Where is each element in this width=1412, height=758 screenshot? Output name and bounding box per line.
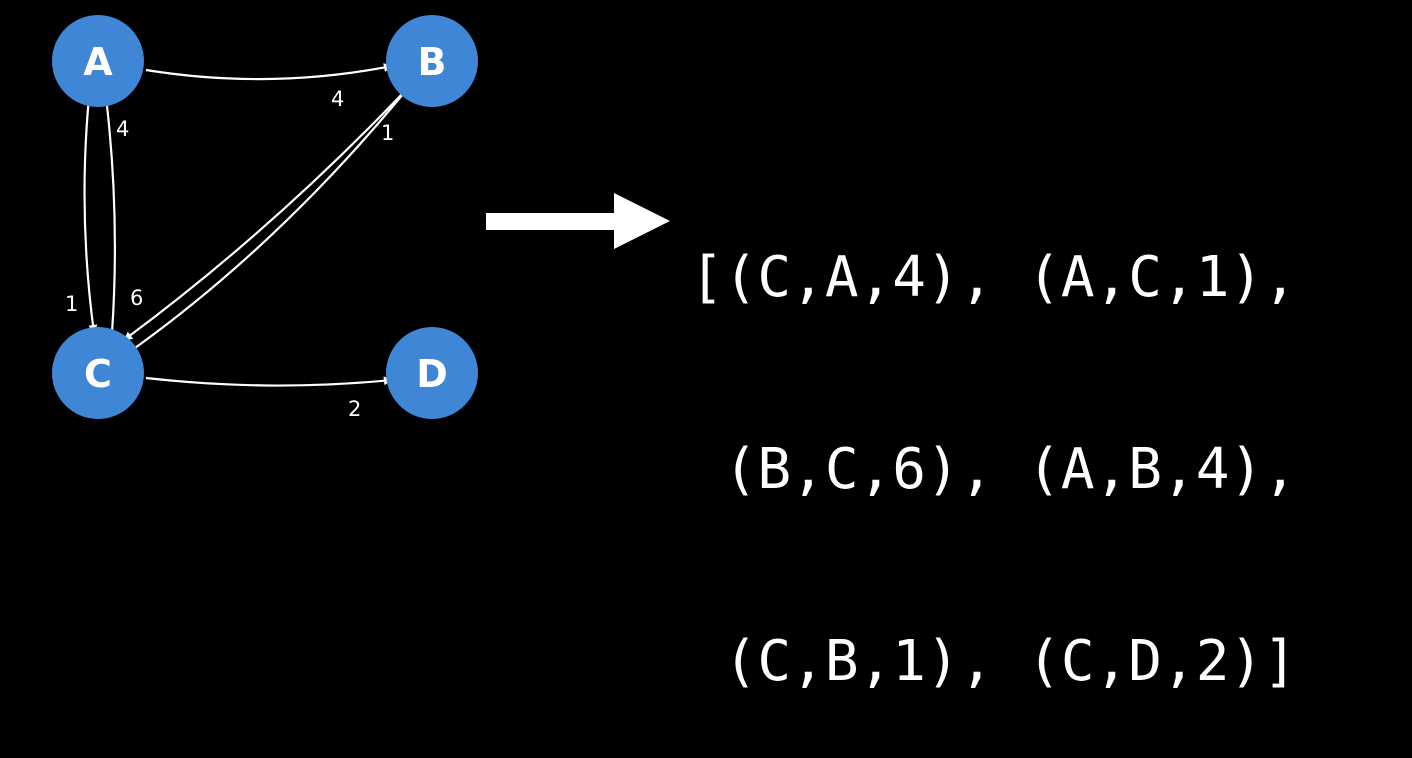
edge-list-line-1: [(C,A,4), (A,C,1),: [690, 245, 1297, 310]
edge-list-line-3: (C,B,1), (C,D,2)]: [690, 629, 1297, 694]
edge-weight-c-d: 2: [348, 397, 361, 421]
edge-b-c: [123, 92, 404, 341]
right-arrow-icon: [486, 193, 670, 249]
edge-weight-b-c: 6: [130, 286, 143, 310]
edge-weight-c-a: 4: [116, 117, 129, 141]
edge-weight-a-c: 1: [65, 292, 78, 316]
edge-a-c: [83, 96, 98, 334]
edge-a-b: [145, 63, 393, 81]
node-a: A: [52, 15, 144, 107]
edge-weight-a-b: 4: [331, 87, 344, 111]
graph-diagram: 4 4 1 1 6 2 A B C D: [52, 15, 670, 421]
edge-list-text: [(C,A,4), (A,C,1), (B,C,6), (A,B,4), (C,…: [690, 118, 1390, 758]
node-c: C: [52, 327, 144, 419]
edge-weight-c-b: 1: [381, 121, 394, 145]
node-d: D: [386, 327, 478, 419]
edge-c-d: [145, 376, 393, 387]
edge-c-a: [102, 96, 117, 334]
node-b: B: [386, 15, 478, 107]
edge-list-line-2: (B,C,6), (A,B,4),: [690, 437, 1297, 502]
node-c-label: C: [84, 352, 112, 396]
node-b-label: B: [418, 40, 447, 84]
node-d-label: D: [416, 352, 448, 396]
node-a-label: A: [83, 40, 113, 84]
edge-c-b: [134, 87, 409, 349]
